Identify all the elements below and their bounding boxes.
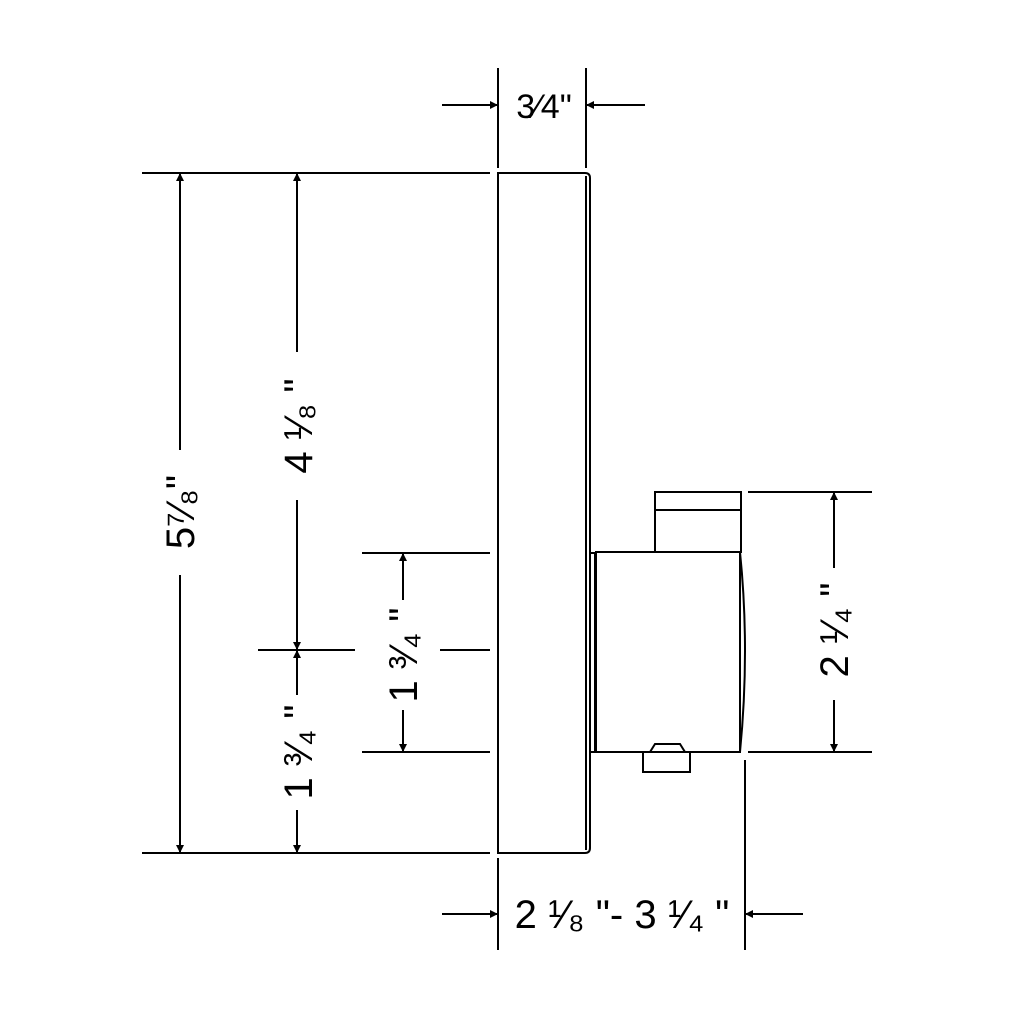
middle-height-label: 1 ³⁄₄ " [382, 608, 426, 703]
handle-bottom-tab [642, 752, 691, 773]
dimension-labels: 3⁄4" 5⁷⁄₈" 4 ¹⁄₈ " 1 ³⁄₄ " 1 ³⁄₄ " 2 ¹⁄₄… [159, 88, 857, 937]
depth-range-label: 2 ¹⁄₈ "- 3 ¹⁄₄ " [515, 893, 730, 937]
lower-height-label: 1 ³⁄₄ " [277, 705, 321, 800]
dimension-lines [176, 101, 838, 918]
handle-lever [654, 491, 742, 553]
handle-curve [739, 551, 746, 753]
product-outline [497, 172, 746, 854]
top-width-label: 3⁄4" [516, 88, 572, 126]
handle-block [595, 551, 741, 753]
overall-height-label: 5⁷⁄₈" [159, 475, 203, 549]
handle-bottom-notch [649, 743, 686, 753]
extension-lines [142, 68, 872, 950]
trim-plate [497, 172, 591, 854]
handle-height-label: 2 ¹⁄₄ " [813, 583, 857, 678]
upper-height-label: 4 ¹⁄₈ " [277, 378, 321, 473]
